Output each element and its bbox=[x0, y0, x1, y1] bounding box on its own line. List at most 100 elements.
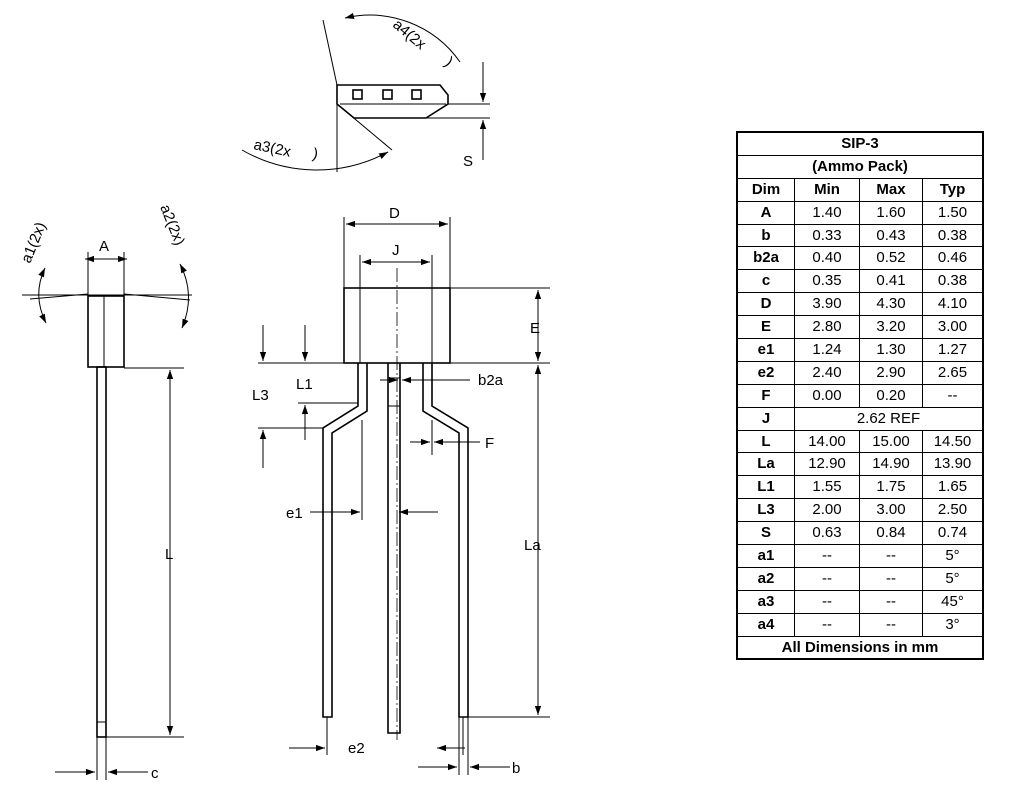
label-J: J bbox=[392, 242, 400, 259]
table-title: SIP-3 bbox=[736, 131, 984, 156]
cell-typ: 0.38 bbox=[922, 223, 984, 248]
label-a1: a1(2x) bbox=[18, 220, 50, 266]
cell-max: 3.20 bbox=[859, 315, 923, 340]
label-e2: e2 bbox=[348, 740, 365, 757]
cell-typ: 2.65 bbox=[922, 360, 984, 385]
cell-max: 3.00 bbox=[859, 498, 923, 523]
cell-dim: La bbox=[736, 452, 795, 477]
cell-dim: A bbox=[736, 200, 795, 225]
header-typ: Typ bbox=[922, 177, 984, 202]
cell-min: 1.40 bbox=[794, 200, 860, 225]
cell-max: -- bbox=[859, 612, 923, 637]
cell-min: 1.24 bbox=[794, 338, 860, 362]
label-S: S bbox=[463, 153, 473, 170]
cell-max: 0.41 bbox=[859, 269, 923, 294]
cell-max: 1.60 bbox=[859, 200, 923, 225]
cell-typ: 0.38 bbox=[922, 269, 984, 294]
front-view bbox=[258, 217, 550, 775]
label-D: D bbox=[389, 205, 400, 222]
cell-max: 0.20 bbox=[859, 383, 923, 408]
cell-typ: 45° bbox=[922, 589, 984, 614]
label-L1: L1 bbox=[296, 376, 313, 393]
cell-min: 0.00 bbox=[794, 383, 860, 408]
cell-dim: b2a bbox=[736, 246, 795, 271]
cell-min: -- bbox=[794, 589, 860, 614]
cell-max: 0.43 bbox=[859, 223, 923, 248]
cell-typ: 2.50 bbox=[922, 498, 984, 523]
label-E: E bbox=[530, 320, 540, 337]
label-a3-paren: ) bbox=[311, 145, 319, 163]
cell-dim: e2 bbox=[736, 360, 795, 385]
cell-typ: 3.00 bbox=[922, 315, 984, 340]
table-row: a1----5° bbox=[736, 544, 984, 568]
cell-dim: a1 bbox=[736, 544, 795, 568]
cell-min: 14.00 bbox=[794, 429, 860, 454]
cell-typ: 1.27 bbox=[922, 338, 984, 362]
cell-dim: L1 bbox=[736, 475, 795, 500]
table-footer: All Dimensions in mm bbox=[736, 635, 984, 660]
cell-typ: 0.74 bbox=[922, 521, 984, 546]
cell-dim: e1 bbox=[736, 338, 795, 362]
cell-min: 12.90 bbox=[794, 452, 860, 477]
cell-dim: L bbox=[736, 429, 795, 454]
cell-ref: 2.62 REF bbox=[794, 406, 984, 431]
header-min: Min bbox=[794, 177, 860, 202]
cell-dim: c bbox=[736, 269, 795, 294]
label-L: L bbox=[165, 546, 173, 563]
label-F: F bbox=[485, 435, 494, 452]
label-c: c bbox=[151, 765, 159, 782]
header-dim: Dim bbox=[736, 177, 795, 202]
label-L3: L3 bbox=[252, 387, 269, 404]
cell-dim: L3 bbox=[736, 498, 795, 523]
cell-max: 2.90 bbox=[859, 360, 923, 385]
table-row: a2----5° bbox=[736, 566, 984, 591]
cell-max: -- bbox=[859, 589, 923, 614]
cell-dim: F bbox=[736, 383, 795, 408]
cell-max: 14.90 bbox=[859, 452, 923, 477]
label-La: La bbox=[524, 537, 541, 554]
cell-min: 2.80 bbox=[794, 315, 860, 340]
cell-typ: 0.46 bbox=[922, 246, 984, 271]
cell-max: 15.00 bbox=[859, 429, 923, 454]
cell-typ: 5° bbox=[922, 544, 984, 568]
cell-dim: b bbox=[736, 223, 795, 248]
cell-min: 2.00 bbox=[794, 498, 860, 523]
side-view bbox=[22, 252, 192, 780]
cell-max: 0.52 bbox=[859, 246, 923, 271]
cell-min: 1.55 bbox=[794, 475, 860, 500]
cell-max: 0.84 bbox=[859, 521, 923, 546]
cell-dim: a4 bbox=[736, 612, 795, 637]
cell-typ: 3° bbox=[922, 612, 984, 637]
cell-typ: 1.65 bbox=[922, 475, 984, 500]
cell-typ: 4.10 bbox=[922, 292, 984, 317]
label-b2a: b2a bbox=[478, 372, 504, 389]
cell-max: -- bbox=[859, 544, 923, 568]
table-subtitle: (Ammo Pack) bbox=[736, 154, 984, 179]
cell-typ: 5° bbox=[922, 566, 984, 591]
cell-min: -- bbox=[794, 566, 860, 591]
label-a3: a3(2x bbox=[252, 136, 293, 161]
cell-dim: D bbox=[736, 292, 795, 317]
cell-dim: S bbox=[736, 521, 795, 546]
cell-max: 1.30 bbox=[859, 338, 923, 362]
cell-dim: a3 bbox=[736, 589, 795, 614]
label-b: b bbox=[512, 760, 520, 777]
cell-max: 1.75 bbox=[859, 475, 923, 500]
header-max: Max bbox=[859, 177, 923, 202]
cell-typ: 1.50 bbox=[922, 200, 984, 225]
cell-dim: E bbox=[736, 315, 795, 340]
cell-dim: a2 bbox=[736, 566, 795, 591]
